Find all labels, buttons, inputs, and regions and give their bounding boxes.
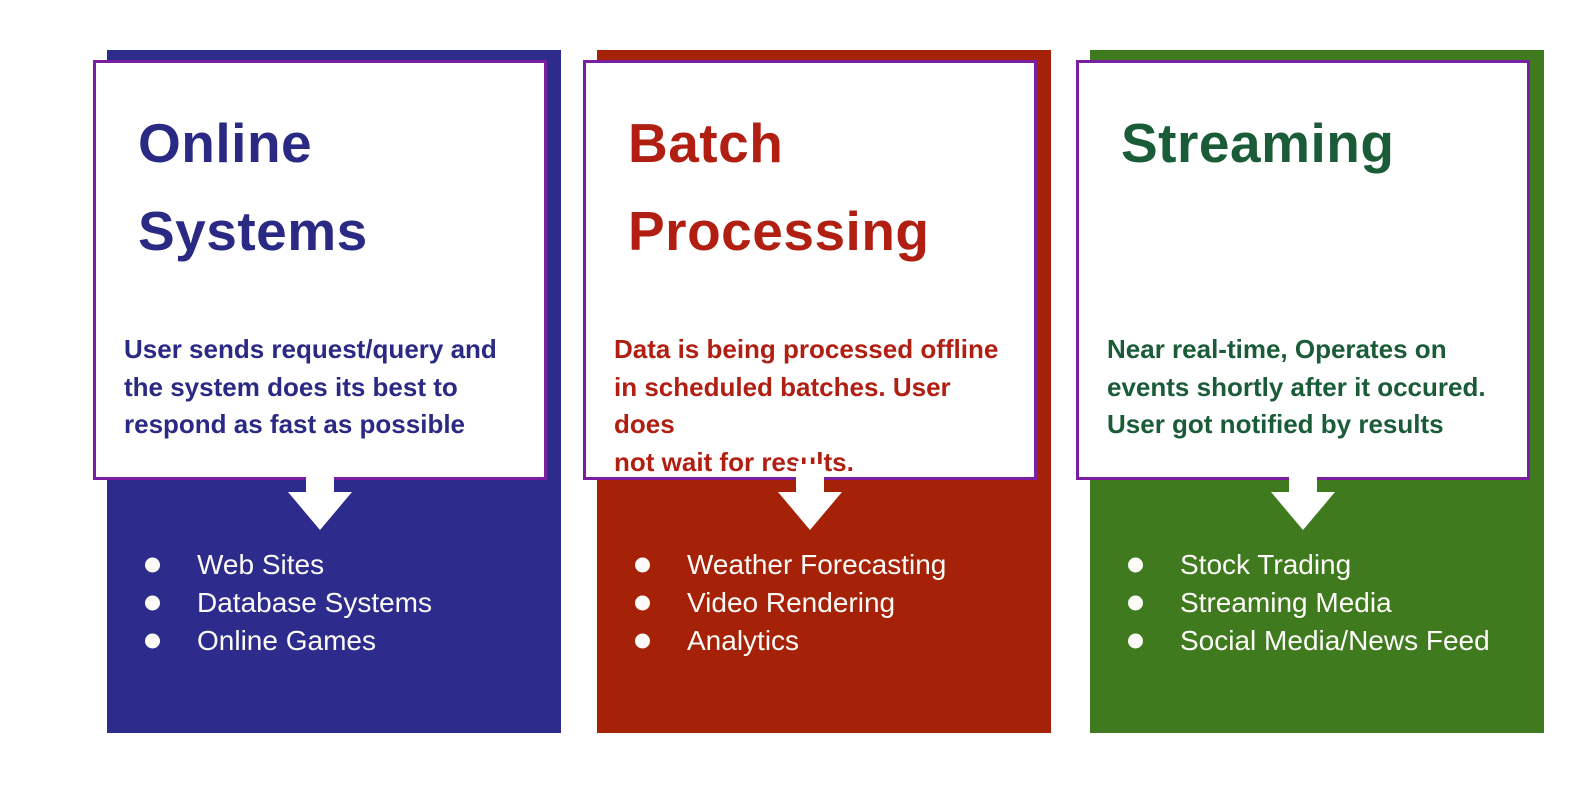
list-item: Analytics: [597, 622, 1051, 660]
examples-list: Weather Forecasting Video Rendering Anal…: [597, 546, 1051, 660]
down-arrow-icon: [288, 492, 352, 530]
down-arrow-icon: [778, 492, 842, 530]
list-item: Weather Forecasting: [597, 546, 1051, 584]
bullet-icon: [635, 557, 650, 573]
list-item: Database Systems: [107, 584, 561, 622]
list-item: Online Games: [107, 622, 561, 660]
list-item: Stock Trading: [1090, 546, 1544, 584]
list-item: Video Rendering: [597, 584, 1051, 622]
down-arrow-icon: [796, 464, 824, 494]
list-item: Web Sites: [107, 546, 561, 584]
bullet-icon: [145, 633, 160, 649]
streaming-card: Streaming Near real-time, Operates on ev…: [1076, 60, 1530, 480]
list-item: Social Media/News Feed: [1090, 622, 1544, 660]
list-item-label: Social Media/News Feed: [1180, 625, 1490, 656]
list-item-label: Database Systems: [197, 587, 432, 618]
list-item-label: Video Rendering: [687, 587, 896, 618]
column-streaming: Streaming Near real-time, Operates on ev…: [1076, 50, 1544, 743]
bullet-icon: [1128, 557, 1143, 573]
card-description: Near real-time, Operates on events short…: [1107, 334, 1486, 440]
bullet-icon: [1128, 633, 1143, 649]
bullet-icon: [1128, 595, 1143, 611]
column-online-systems: Online Systems User sends request/query …: [93, 50, 561, 743]
column-batch-processing: Batch Processing Data is being processed…: [583, 50, 1051, 743]
list-item-label: Web Sites: [197, 549, 325, 580]
list-item-label: Stock Trading: [1180, 549, 1352, 580]
list-item: Streaming Media: [1090, 584, 1544, 622]
card-title: Batch Processing: [628, 112, 930, 262]
list-item-label: Streaming Media: [1180, 587, 1392, 618]
batch-processing-card: Batch Processing Data is being processed…: [583, 60, 1037, 480]
online-systems-card: Online Systems User sends request/query …: [93, 60, 547, 480]
list-item-label: Online Games: [197, 625, 376, 656]
card-description: User sends request/query and the system …: [124, 334, 497, 440]
examples-list: Stock Trading Streaming Media Social Med…: [1090, 546, 1544, 660]
down-arrow-icon: [306, 464, 334, 494]
bullet-icon: [635, 633, 650, 649]
list-item-label: Weather Forecasting: [687, 549, 947, 580]
bullet-icon: [145, 557, 160, 573]
down-arrow-icon: [1271, 492, 1335, 530]
list-item-label: Analytics: [687, 625, 800, 656]
card-description: Data is being processed offline in sched…: [614, 334, 999, 478]
card-title: Streaming: [1121, 112, 1395, 174]
down-arrow-icon: [1289, 464, 1317, 494]
examples-list: Web Sites Database Systems Online Games: [107, 546, 561, 660]
bullet-icon: [635, 595, 650, 611]
card-title: Online Systems: [138, 112, 368, 262]
bullet-icon: [145, 595, 160, 611]
